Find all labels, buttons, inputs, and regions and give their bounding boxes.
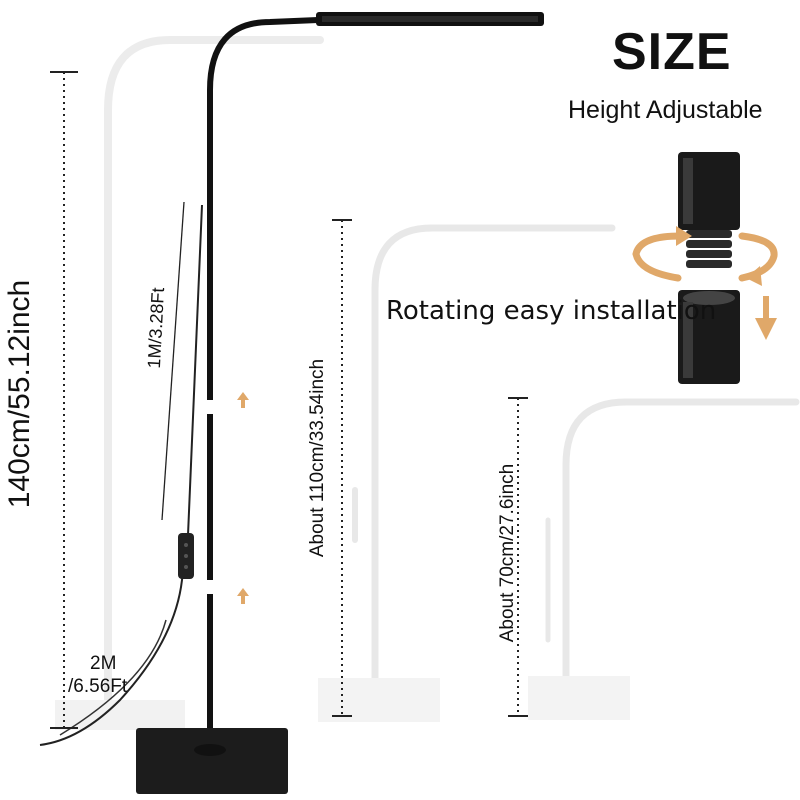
cable-length-label: 2M /6.56Ft (68, 652, 127, 698)
connector-illustration (678, 152, 740, 384)
dimension-lines (50, 71, 528, 729)
ghost-lamp-medium (318, 224, 616, 722)
rotate-arrow-head-right (746, 266, 762, 286)
cable-length-line-1: 2M (90, 653, 117, 674)
main-floor-lamp (39, 12, 544, 794)
total-height-label: 140cm/55.12inch (3, 279, 36, 509)
rotate-arrow-head-left (676, 226, 692, 246)
installation-caption: Rotating easy installation (386, 296, 717, 326)
ghost-lamp-large (55, 36, 324, 730)
ghost-lamp-small (528, 398, 800, 720)
up-arrow-icon (237, 392, 249, 604)
lamp-base (136, 728, 288, 794)
cable-length-line-2: /6.56Ft (68, 676, 128, 697)
short-height-label: About 70cm/27.6inch (497, 463, 518, 643)
down-arrow-icon (755, 296, 777, 340)
medium-height-label: About 110cm/33.54inch (307, 358, 328, 558)
page-title: SIZE (612, 23, 732, 81)
page-subtitle: Height Adjustable (568, 96, 763, 124)
rotate-clockwise-arrow-icon (632, 232, 684, 282)
